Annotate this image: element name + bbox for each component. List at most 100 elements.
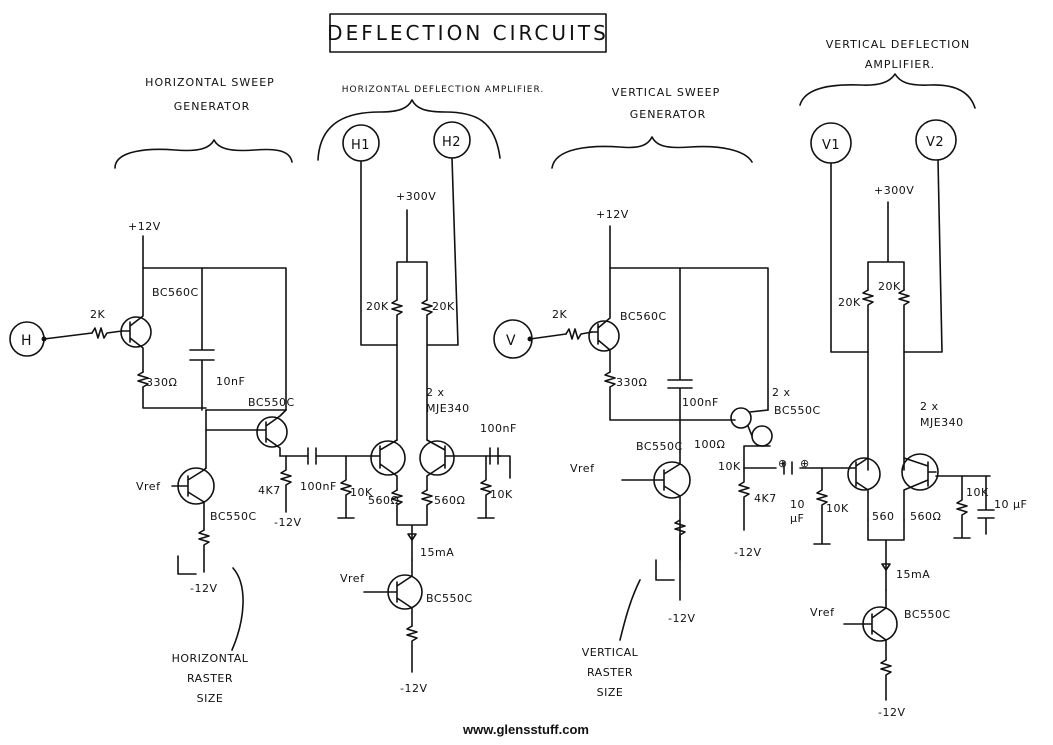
v2-plate (915, 119, 957, 161)
mje-h-label-2: MJE340 (426, 402, 470, 415)
h2-label: H2 (442, 135, 461, 150)
p12-v-label: +12V (596, 208, 629, 221)
r20k-h2-label: 20K (432, 300, 455, 313)
r20k-v2-label: 20K (878, 280, 901, 293)
h-input-label: H (21, 333, 32, 349)
twox-v-label: 2 x (772, 386, 791, 399)
c10nf-label: 10nF (216, 375, 245, 388)
n12-e-label: -12V (734, 546, 762, 559)
r20k-h2 (421, 299, 433, 441)
n12-c-label: -12V (400, 682, 428, 695)
r20k-h1-label: 20K (366, 300, 389, 313)
raster-pot-h (177, 529, 210, 575)
h-amp-label: HORIZONTAL DEFLECTION AMPLIFIER. (342, 85, 545, 95)
v-sweep-circuit: V 2K BC560C +12V 100nF 330Ω 2 x BC550C 1… (493, 208, 821, 699)
r20k-v1-label: 20K (838, 296, 861, 309)
r4k7-v-label: 4K7 (754, 492, 777, 505)
v-sweep-brace (551, 136, 753, 169)
r100-v-label: 100Ω (694, 438, 725, 451)
mje-v-right (901, 453, 939, 491)
v-raster-label-2: RASTER (587, 666, 633, 679)
h-sweep-circuit: H 2K BC560C +12V 10nF 330Ω BC550C Vref B… (9, 220, 295, 705)
c100nf-h-label: 100nF (300, 480, 337, 493)
v1-label: V1 (822, 138, 840, 153)
h-amp-brace (317, 99, 501, 161)
v-sweep-label: VERTICAL SWEEP (612, 86, 721, 99)
h-raster-label-2: RASTER (187, 672, 233, 685)
mje-v-left (847, 457, 881, 491)
r10k-v2 (813, 467, 831, 545)
mje-h-right (419, 440, 455, 476)
vref-a-label: Vref (136, 480, 161, 493)
vref-d-label: Vref (810, 606, 835, 619)
v-amp-label: VERTICAL DEFLECTION (826, 38, 970, 51)
r560-h2-label: 560Ω (434, 494, 465, 507)
p12-h-label: +12V (128, 220, 161, 233)
v-amp-brace (799, 73, 976, 109)
bc550-h2-label: BC550C (210, 510, 257, 523)
bc550-h-buffer (256, 416, 288, 448)
p300-h-label: +300V (396, 190, 436, 203)
v-input-label: V (506, 333, 516, 349)
bc550-v-darlington-2 (751, 425, 773, 447)
vref-c-label: Vref (570, 462, 595, 475)
c10uf-v-label-2: µF (790, 512, 804, 525)
r10k-h2-label: 10K (490, 488, 513, 501)
bc560-v-transistor (588, 320, 620, 352)
page-title: DEFLECTION CIRCUITS (327, 21, 609, 45)
c100nf-v-label: 100nF (682, 396, 719, 409)
i15-v-label: 15mA (896, 568, 930, 581)
mje-h-left (370, 440, 406, 476)
v-raster-label-1: VERTICAL (582, 646, 639, 659)
v-amp-circuit: V1 V2 +300V 20K 20K 2 x MJE340 ⊕ ⊕ 10 µF… (718, 119, 1027, 719)
footer-url[interactable]: www.glensstuff.com (462, 722, 589, 737)
c10uf-v-label: 10 (790, 498, 805, 511)
vref-b-label: Vref (340, 572, 365, 585)
r10k-h-label: 10K (350, 486, 373, 499)
svg-text:⊕: ⊕ (778, 457, 788, 470)
twox-v-label-2: BC550C (774, 404, 821, 417)
r330-v-label: 330Ω (616, 376, 647, 389)
v-amp-label-2: AMPLIFIER. (865, 58, 935, 71)
r4k7-h-label: 4K7 (258, 484, 281, 497)
h-sweep-label: HORIZONTAL SWEEP (145, 76, 275, 89)
mje-v-label-2: MJE340 (920, 416, 964, 429)
r4k7-h (280, 455, 292, 513)
n12-f-label: -12V (878, 706, 906, 719)
r560-h1-label: 560Ω (368, 494, 399, 507)
h-amp-circuit: H1 H2 +300V 20K 20K 2 x MJE340 100nF 4K7… (258, 121, 517, 695)
p300-v-label: +300V (874, 184, 914, 197)
v2-label: V2 (926, 135, 944, 150)
bc550-h3-label: BC550C (426, 592, 473, 605)
bc550-v-darlington-1 (730, 407, 752, 429)
h-raster-label-1: HORIZONTAL (172, 652, 249, 665)
c100nf-out-label: 100nF (480, 422, 517, 435)
bc550-v-label: BC550C (636, 440, 683, 453)
v-raster-label-3: SIZE (597, 686, 624, 699)
r10k-v1 (738, 467, 750, 531)
h1-label: H1 (351, 138, 370, 153)
r2k-h-resistor (91, 327, 123, 339)
c10uf-out-label: 10 µF (994, 498, 1027, 511)
r20k-v2 (898, 289, 910, 471)
bc560-h-label: BC560C (152, 286, 199, 299)
bc550-h-label: BC550C (248, 396, 295, 409)
r330-v-resistor (604, 371, 736, 421)
r330-h-resistor (137, 371, 207, 409)
n12-b-label: -12V (274, 516, 302, 529)
r560-v1-label: 560 (872, 510, 895, 523)
r330-h-label: 330Ω (146, 376, 177, 389)
r2k-h-label: 2K (90, 308, 105, 321)
bc560-h-transistor (120, 316, 152, 348)
v-sweep-label-2: GENERATOR (630, 108, 707, 121)
section-labels: HORIZONTAL SWEEP GENERATOR HORIZONTAL DE… (145, 38, 970, 121)
svg-text:⊕: ⊕ (800, 457, 810, 470)
h-sweep-brace (114, 139, 293, 169)
n12-d-label: -12V (668, 612, 696, 625)
r2k-v-label: 2K (552, 308, 567, 321)
n12-a-label: -12V (190, 582, 218, 595)
r20k-h1 (391, 299, 403, 441)
h-raster-label-3: SIZE (197, 692, 224, 705)
bc560-v-label: BC560C (620, 310, 667, 323)
r10k-v1-label: 10K (718, 460, 741, 473)
